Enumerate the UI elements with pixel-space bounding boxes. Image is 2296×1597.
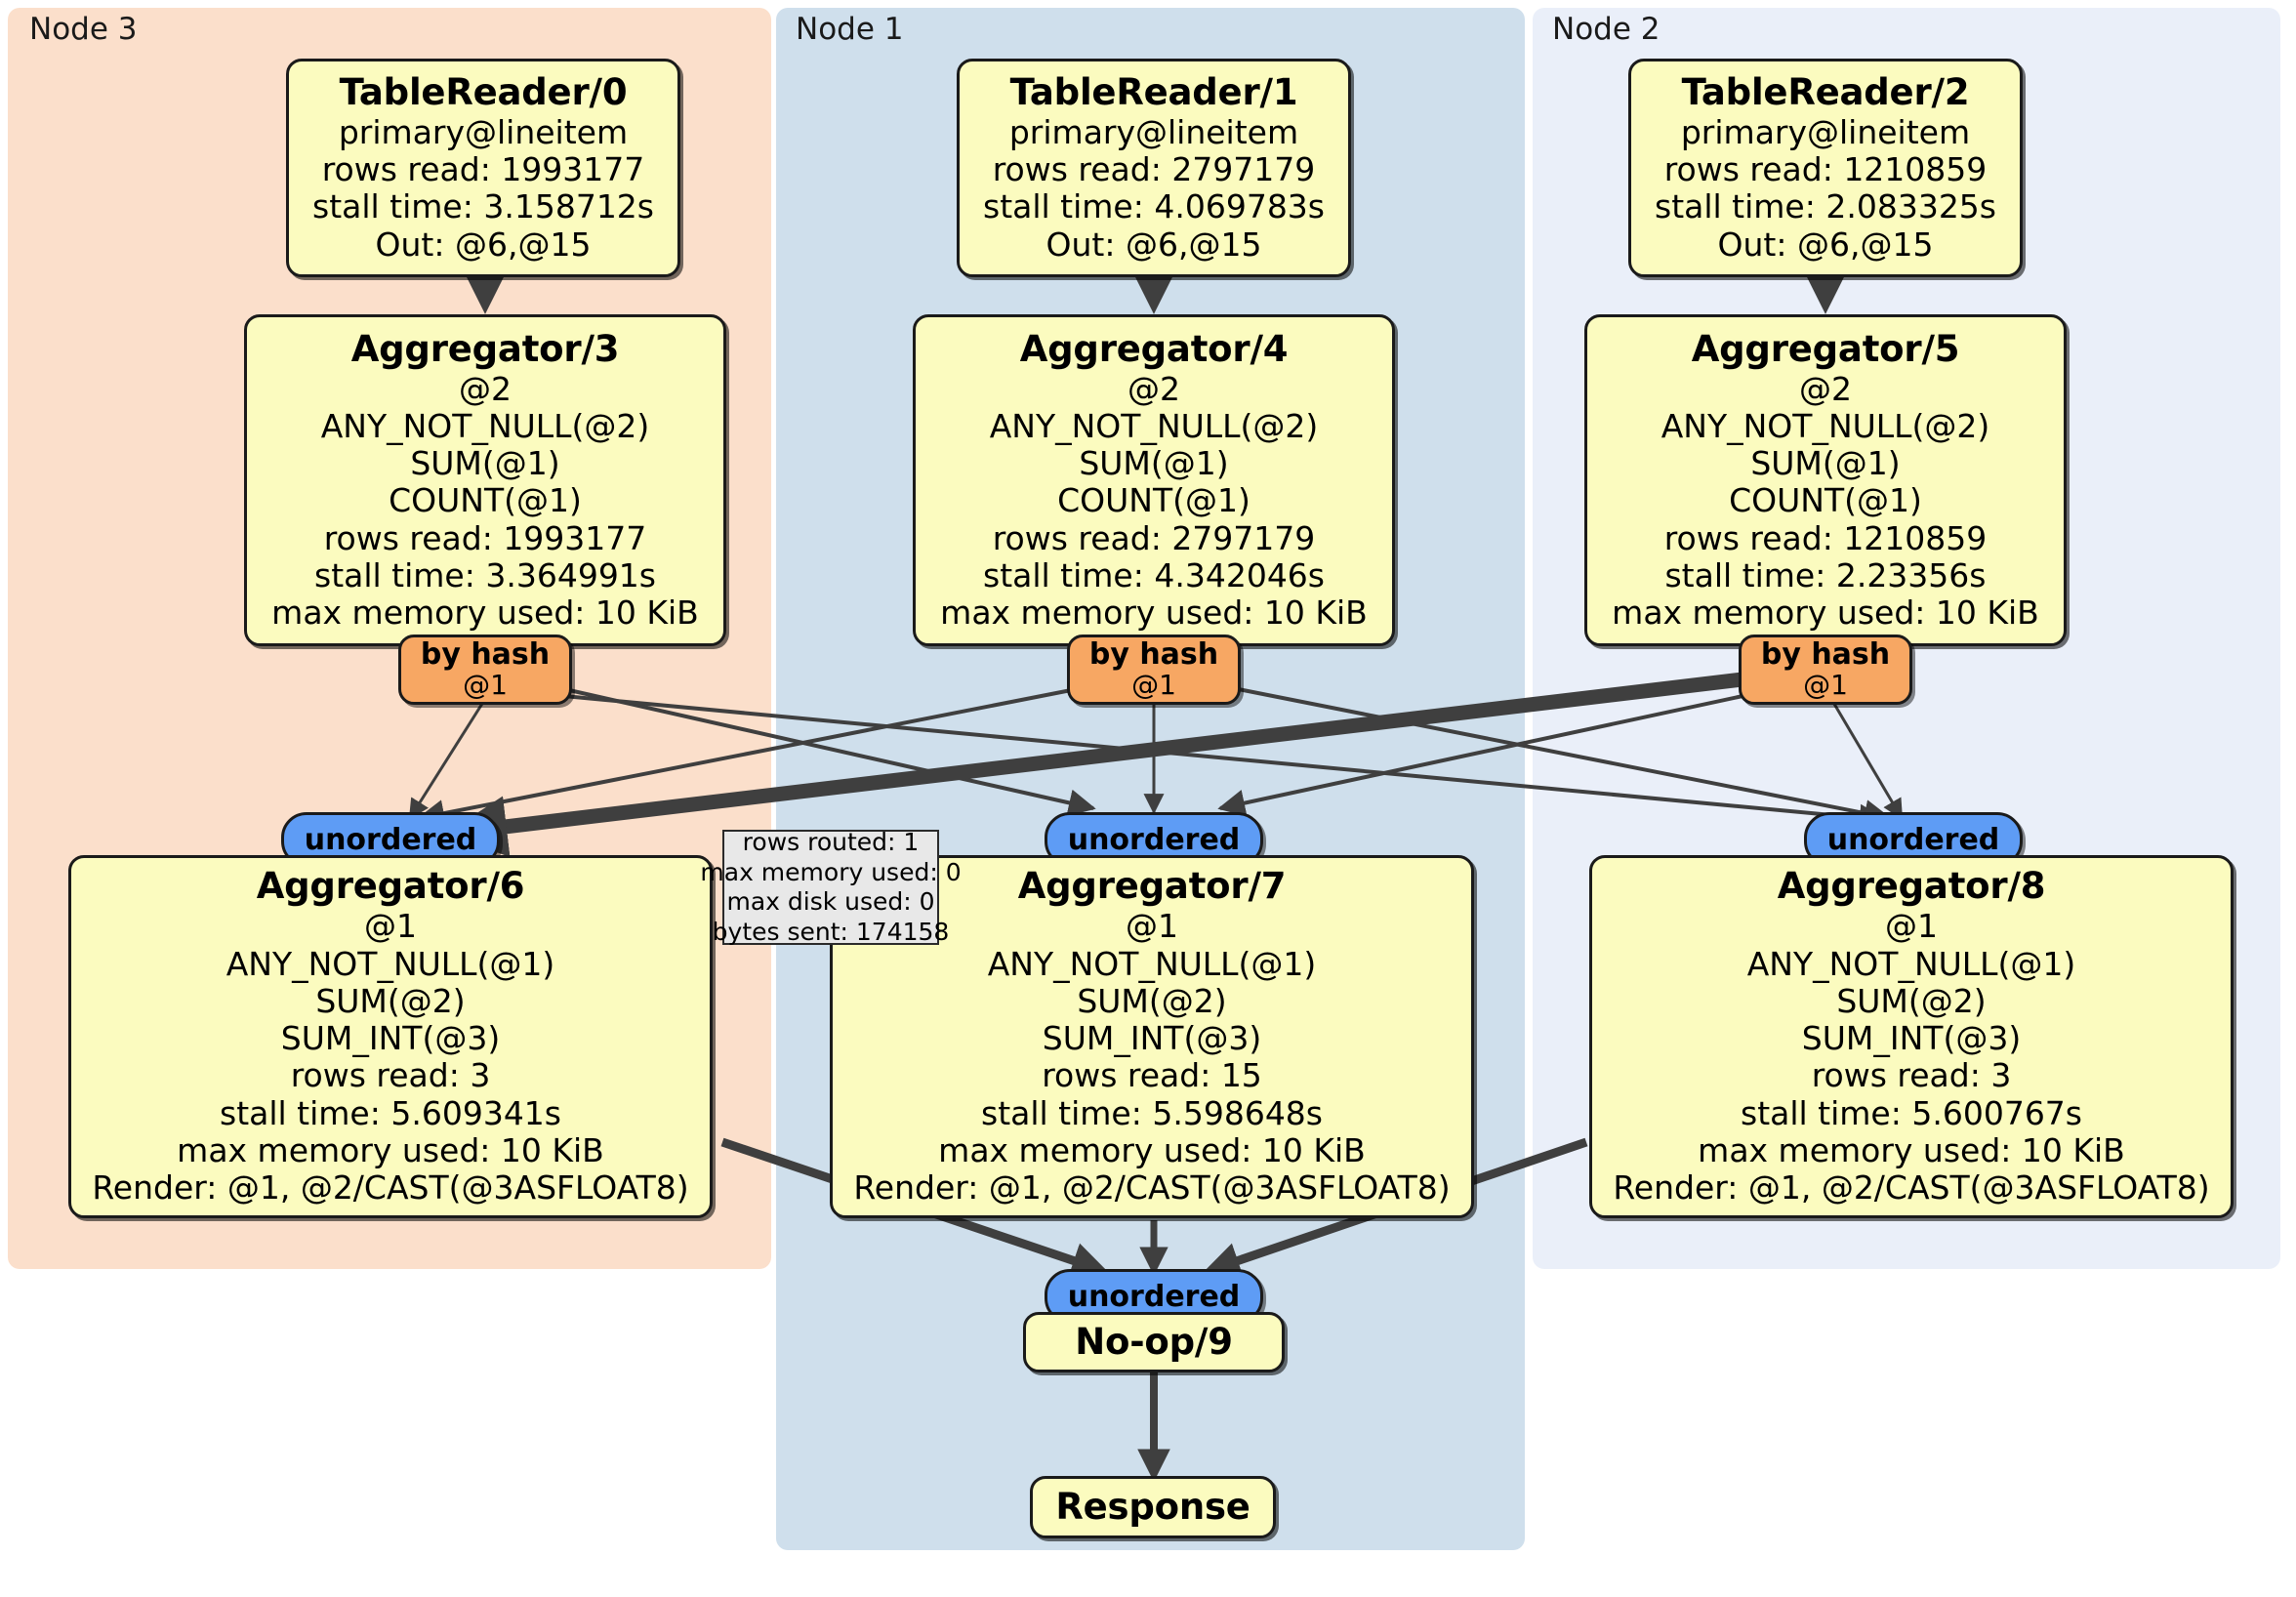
node-line: stall time: 2.23356s bbox=[1664, 555, 1987, 594]
node-line: COUNT(@1) bbox=[1729, 481, 1922, 520]
router-subtitle: @1 bbox=[463, 669, 508, 702]
node-line: SUM_INT(@3) bbox=[1042, 1019, 1262, 1058]
router-title: by hash bbox=[1088, 637, 1219, 673]
stats-line: max disk used: 0 bbox=[726, 887, 935, 916]
cluster-label-node1: Node 1 bbox=[796, 12, 904, 47]
stats-line: max memory used: 0 bbox=[700, 857, 962, 886]
node-title: No-op/9 bbox=[1075, 1320, 1233, 1363]
node-line: max memory used: 10 KiB bbox=[938, 1130, 1366, 1169]
node-line: max memory used: 10 KiB bbox=[940, 594, 1368, 633]
node-aggregator-5[interactable]: Aggregator/5 @2 ANY_NOT_NULL(@2) SUM(@1)… bbox=[1584, 314, 2067, 646]
node-noop-9[interactable]: No-op/9 bbox=[1023, 1312, 1285, 1372]
node-line: SUM(@2) bbox=[1077, 981, 1227, 1020]
stats-line: rows routed: 1 bbox=[742, 828, 920, 856]
node-line: stall time: 4.069783s bbox=[983, 187, 1325, 226]
node-line: Out: @6,@15 bbox=[375, 225, 592, 264]
node-line: max memory used: 10 KiB bbox=[1698, 1130, 2125, 1169]
node-line: primary@lineitem bbox=[1008, 112, 1299, 151]
node-line: rows read: 1993177 bbox=[321, 150, 645, 189]
node-line: ANY_NOT_NULL(@1) bbox=[226, 944, 555, 983]
node-line: SUM_INT(@3) bbox=[280, 1019, 501, 1058]
node-aggregator-8[interactable]: Aggregator/8 @1 ANY_NOT_NULL(@1) SUM(@2)… bbox=[1589, 855, 2234, 1218]
router-subtitle: @1 bbox=[1803, 669, 1848, 702]
node-line: Out: @6,@15 bbox=[1717, 225, 1934, 264]
node-line: rows read: 3 bbox=[1811, 1056, 2012, 1095]
node-line: ANY_NOT_NULL(@2) bbox=[989, 406, 1319, 445]
node-title: TableReader/1 bbox=[1009, 71, 1298, 114]
node-line: stall time: 5.598648s bbox=[981, 1093, 1323, 1132]
node-line: @2 bbox=[1128, 369, 1180, 408]
node-line: SUM(@1) bbox=[410, 444, 560, 483]
node-table-reader-1[interactable]: TableReader/1 primary@lineitem rows read… bbox=[957, 59, 1351, 277]
node-title: Aggregator/3 bbox=[350, 327, 620, 370]
router-title: by hash bbox=[420, 637, 551, 673]
node-line: SUM_INT(@3) bbox=[1801, 1019, 2022, 1058]
node-title: TableReader/2 bbox=[1681, 71, 1970, 114]
router-by-hash-5[interactable]: by hash @1 bbox=[1739, 635, 1912, 705]
node-line: max memory used: 10 KiB bbox=[177, 1130, 604, 1169]
receiver-title: unordered bbox=[304, 822, 477, 857]
node-line: rows read: 1993177 bbox=[323, 518, 647, 557]
node-line: ANY_NOT_NULL(@2) bbox=[1660, 406, 1990, 445]
node-line: stall time: 3.364991s bbox=[314, 555, 656, 594]
node-line: @1 bbox=[364, 907, 417, 946]
node-aggregator-4[interactable]: Aggregator/4 @2 ANY_NOT_NULL(@2) SUM(@1)… bbox=[913, 314, 1395, 646]
router-subtitle: @1 bbox=[1131, 669, 1176, 702]
node-line: @1 bbox=[1126, 907, 1178, 946]
node-line: rows read: 15 bbox=[1042, 1056, 1262, 1095]
node-line: rows read: 3 bbox=[290, 1056, 491, 1095]
node-title: Aggregator/5 bbox=[1691, 327, 1960, 370]
node-line: stall time: 3.158712s bbox=[312, 187, 654, 226]
node-line: max memory used: 10 KiB bbox=[271, 594, 699, 633]
node-title: Aggregator/6 bbox=[256, 865, 525, 908]
node-table-reader-2[interactable]: TableReader/2 primary@lineitem rows read… bbox=[1628, 59, 2023, 277]
node-line: SUM(@2) bbox=[315, 981, 466, 1020]
node-line: stall time: 5.600767s bbox=[1741, 1093, 2082, 1132]
node-line: max memory used: 10 KiB bbox=[1612, 594, 2039, 633]
node-line: COUNT(@1) bbox=[1057, 481, 1250, 520]
node-title: Aggregator/7 bbox=[1017, 865, 1287, 908]
node-line: stall time: 4.342046s bbox=[983, 555, 1325, 594]
node-line: ANY_NOT_NULL(@1) bbox=[987, 944, 1317, 983]
receiver-title: unordered bbox=[1826, 822, 2000, 857]
node-line: SUM(@2) bbox=[1836, 981, 1987, 1020]
router-by-hash-3[interactable]: by hash @1 bbox=[398, 635, 572, 705]
node-line: rows read: 2797179 bbox=[992, 150, 1316, 189]
node-line: ANY_NOT_NULL(@1) bbox=[1746, 944, 2076, 983]
node-line: rows read: 1210859 bbox=[1663, 518, 1988, 557]
node-table-reader-0[interactable]: TableReader/0 primary@lineitem rows read… bbox=[286, 59, 680, 277]
node-line: Render: @1, @2/CAST(@3ASFLOAT8) bbox=[853, 1168, 1451, 1208]
edge-stats-box: rows routed: 1 max memory used: 0 max di… bbox=[700, 828, 961, 946]
node-line: Out: @6,@15 bbox=[1046, 225, 1262, 264]
node-line: @2 bbox=[1799, 369, 1852, 408]
node-line: Render: @1, @2/CAST(@3ASFLOAT8) bbox=[1613, 1168, 2210, 1208]
node-line: @1 bbox=[1885, 907, 1938, 946]
node-line: COUNT(@1) bbox=[389, 481, 582, 520]
node-line: @2 bbox=[459, 369, 512, 408]
node-line: Render: @1, @2/CAST(@3ASFLOAT8) bbox=[92, 1168, 689, 1208]
cluster-label-node2: Node 2 bbox=[1552, 12, 1660, 47]
router-by-hash-4[interactable]: by hash @1 bbox=[1067, 635, 1241, 705]
receiver-title: unordered bbox=[1067, 822, 1241, 857]
node-title: Aggregator/4 bbox=[1019, 327, 1289, 370]
node-line: primary@lineitem bbox=[1680, 112, 1971, 151]
node-title: TableReader/0 bbox=[339, 71, 628, 114]
node-response[interactable]: Response bbox=[1030, 1476, 1276, 1538]
node-line: ANY_NOT_NULL(@2) bbox=[320, 406, 650, 445]
node-line: rows read: 1210859 bbox=[1663, 150, 1988, 189]
router-title: by hash bbox=[1760, 637, 1891, 673]
node-line: SUM(@1) bbox=[1750, 444, 1901, 483]
node-aggregator-6[interactable]: Aggregator/6 @1 ANY_NOT_NULL(@1) SUM(@2)… bbox=[68, 855, 713, 1218]
node-line: stall time: 5.609341s bbox=[220, 1093, 561, 1132]
node-title: Response bbox=[1055, 1485, 1250, 1528]
stats-line: bytes sent: 174158 bbox=[712, 917, 950, 946]
node-line: SUM(@1) bbox=[1079, 444, 1229, 483]
node-aggregator-3[interactable]: Aggregator/3 @2 ANY_NOT_NULL(@2) SUM(@1)… bbox=[244, 314, 726, 646]
node-line: stall time: 2.083325s bbox=[1655, 187, 1996, 226]
receiver-title: unordered bbox=[1067, 1279, 1241, 1314]
node-line: rows read: 2797179 bbox=[992, 518, 1316, 557]
node-line: primary@lineitem bbox=[338, 112, 629, 151]
node-title: Aggregator/8 bbox=[1777, 865, 2046, 908]
cluster-label-node3: Node 3 bbox=[29, 12, 138, 47]
